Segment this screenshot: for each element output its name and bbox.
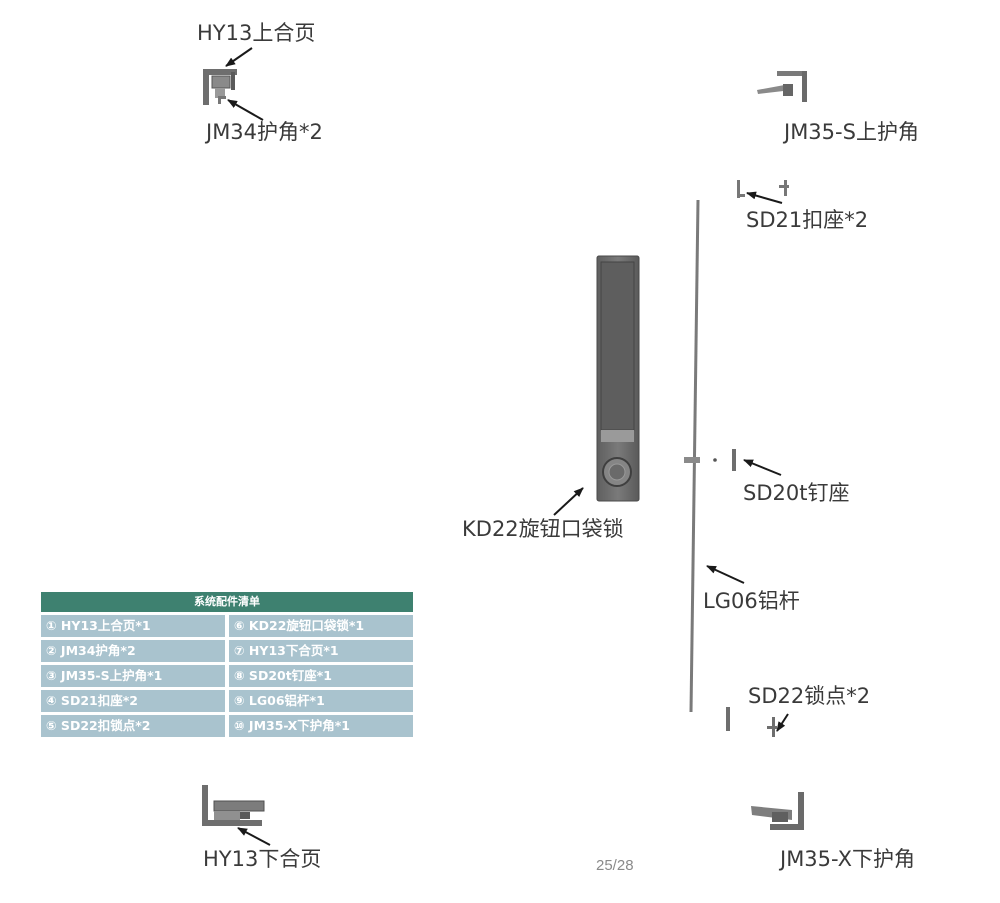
- sd21-arrow: [746, 191, 783, 204]
- hy13-top-hinge-part: [203, 69, 237, 105]
- jm35-x-label: JM35-X下护角: [780, 847, 915, 871]
- kd22-arrow: [553, 487, 584, 516]
- jm35-s-label: JM35-S上护角: [784, 120, 919, 144]
- lg06-label: LG06铝杆: [703, 589, 800, 613]
- parts-list-item: ⑦ HY13下合页*1: [229, 640, 413, 662]
- sd21-bracket-part: [737, 180, 789, 198]
- parts-list-item: ② JM34护角*2: [41, 640, 225, 662]
- sd22-arrow: [776, 713, 789, 732]
- sd21-label: SD21扣座*2: [746, 208, 869, 232]
- parts-list-item: ③ JM35-S上护角*1: [41, 665, 225, 687]
- hy13-bottom-hinge-part: [202, 785, 265, 826]
- jm34-corner-part: [218, 96, 226, 104]
- sd22-label: SD22锁点*2: [748, 684, 871, 708]
- lg06-rod-part: [689, 199, 700, 713]
- hy13-top-label: HY13上合页: [197, 21, 316, 45]
- hy13-bottom-arrow: [237, 827, 271, 846]
- parts-list-item: ⑩ JM35-X下护角*1: [229, 715, 413, 737]
- parts-list-title: 系统配件清单: [41, 592, 413, 612]
- jm35-x-corner-part: [751, 792, 804, 830]
- sd20t-arrow: [743, 459, 782, 476]
- parts-list-item: ④ SD21扣座*2: [41, 690, 225, 712]
- parts-list-item: ⑥ KD22旋钮口袋锁*1: [229, 615, 413, 637]
- page-number: 25/28: [596, 857, 634, 874]
- parts-list-item: ① HY13上合页*1: [41, 615, 225, 637]
- jm34-arrow: [227, 99, 264, 121]
- kd22-label: KD22旋钮口袋锁: [462, 517, 624, 541]
- jm34-label: JM34护角*2: [206, 120, 323, 144]
- sd20t-pin-part: [684, 449, 736, 471]
- parts-list-item: ⑤ SD22扣锁点*2: [41, 715, 225, 737]
- hy13-bottom-label: HY13下合页: [203, 847, 322, 871]
- kd22-lock-part: [596, 255, 640, 502]
- parts-list-table: 系统配件清单 ① HY13上合页*1 ⑥ KD22旋钮口袋锁*1 ② JM34护…: [41, 592, 413, 737]
- parts-list-item: ⑨ LG06铝杆*1: [229, 690, 413, 712]
- hy13-top-arrow: [225, 47, 253, 67]
- jm35-s-corner-part: [757, 71, 807, 102]
- parts-list-item: ⑧ SD20t钉座*1: [229, 665, 413, 687]
- lg06-arrow: [706, 565, 745, 584]
- parts-list-grid: ① HY13上合页*1 ⑥ KD22旋钮口袋锁*1 ② JM34护角*2 ⑦ H…: [41, 615, 413, 737]
- sd22-lockpoint-part: [726, 707, 777, 737]
- sd20t-label: SD20t钉座: [743, 481, 850, 505]
